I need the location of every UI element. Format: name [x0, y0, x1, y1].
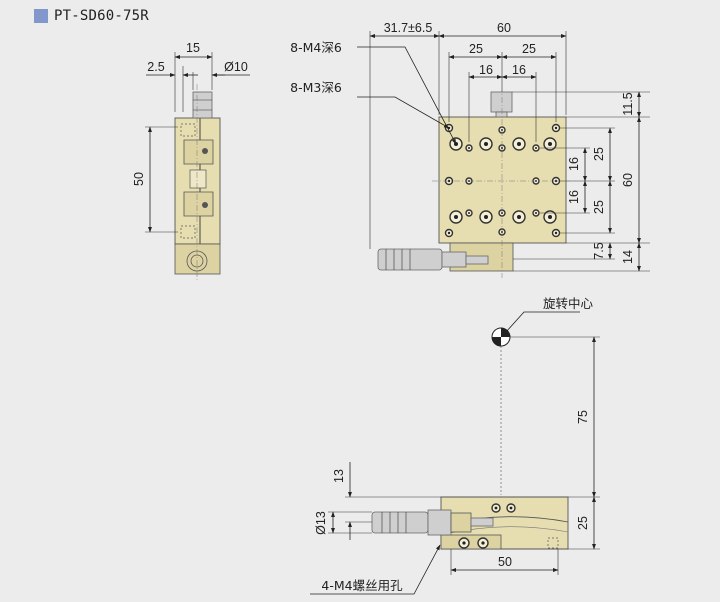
- dim-60-right: 60: [621, 173, 635, 187]
- label-mount-holes: 4-M4螺丝用孔: [321, 578, 403, 593]
- dim-14: 14: [621, 250, 635, 264]
- dim-50-side: 50: [498, 555, 512, 569]
- dim-11-5: 11.5: [621, 92, 635, 115]
- dim-phi13: Ø13: [314, 511, 328, 535]
- dim-25-upper: 25: [592, 147, 606, 161]
- label-8-m4: 8-M4深6: [290, 40, 342, 55]
- side-micrometer-barrel: [371, 511, 429, 534]
- dim-7-5: 7.5: [592, 242, 606, 259]
- top-view-plate: [438, 116, 567, 244]
- dim-60-top: 60: [497, 21, 511, 35]
- dim-13: 13: [332, 469, 346, 483]
- front-view: 15 2.5 Ø10 50: [132, 41, 250, 280]
- dim-25-side: 25: [576, 516, 590, 530]
- top-view-knob: [490, 91, 513, 113]
- model-title: PT-SD60-75R: [54, 8, 149, 24]
- title-block: PT-SD60-75R: [34, 8, 149, 24]
- label-8-m3: 8-M3深6: [290, 80, 342, 95]
- dim-75: 75: [576, 410, 590, 424]
- dim-phi10: Ø10: [224, 60, 248, 74]
- label-rotation-center: 旋转中心: [543, 296, 594, 311]
- dim-2-5: 2.5: [147, 60, 164, 74]
- side-view: 旋转中心 75: [310, 296, 600, 595]
- dim-16-upper: 16: [567, 157, 581, 171]
- front-view-knob: [192, 91, 213, 119]
- dim-16-lower: 16: [567, 190, 581, 204]
- top-view: 8-M4深6 8-M3深6 31.7±6.5 60 25 25 16 16: [290, 21, 650, 278]
- dim-16-left: 16: [479, 63, 493, 77]
- dim-50-front: 50: [132, 172, 146, 186]
- dim-15: 15: [186, 41, 200, 55]
- dim-16-right: 16: [512, 63, 526, 77]
- title-square-icon: [34, 9, 48, 23]
- dim-travel: 31.7±6.5: [384, 21, 433, 35]
- dim-25-left: 25: [469, 42, 483, 56]
- dim-25-right: 25: [522, 42, 536, 56]
- dim-25-lower: 25: [592, 200, 606, 214]
